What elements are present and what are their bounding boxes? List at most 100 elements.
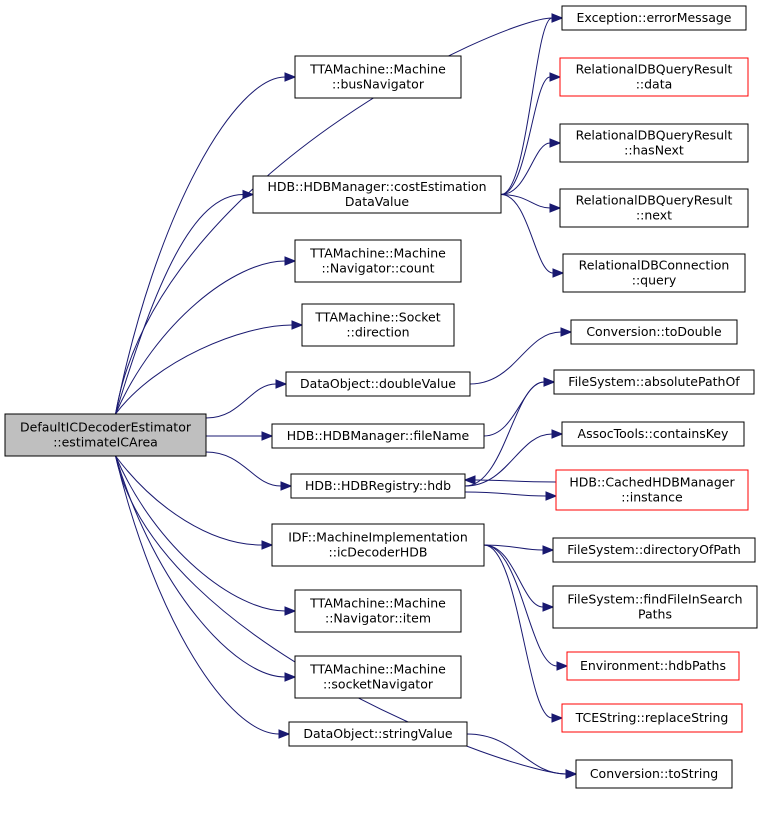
- edge-hdb-to-abspath: [464, 377, 556, 487]
- edge-line: [115, 455, 286, 612]
- node-box: [271, 523, 485, 567]
- edge-line: [115, 324, 293, 415]
- edge-icdec-to-findfile: [483, 544, 555, 612]
- node-label: DataObject::stringValue: [303, 726, 452, 741]
- edge-arrowhead: [261, 431, 274, 441]
- node-label: TTAMachine::Machine: [309, 662, 446, 677]
- edge-hdb-to-containskey: [464, 429, 564, 487]
- node-root[interactable]: DefaultICDecoderEstimator::estimateICAre…: [4, 413, 207, 457]
- node-box: [561, 421, 745, 447]
- node-label: ::query: [632, 273, 677, 288]
- node-hdbpaths[interactable]: Environment::hdbPaths: [566, 651, 740, 681]
- node-doublevalue[interactable]: DataObject::doubleValue: [285, 371, 471, 397]
- edge-line: [500, 142, 551, 195]
- edge-root-to-navitem: [115, 455, 297, 616]
- node-label: ::direction: [346, 325, 409, 340]
- node-box: [294, 55, 462, 99]
- node-rdata[interactable]: RelationalDBQueryResult::data: [559, 57, 749, 97]
- edge-arrowhead: [278, 729, 291, 739]
- node-hdb[interactable]: HDB::HDBRegistry::hdb: [290, 473, 466, 499]
- node-busnav[interactable]: TTAMachine::Machine::busNavigator: [294, 55, 462, 99]
- node-box: [562, 253, 746, 293]
- edge-root-to-stringvalue: [115, 455, 291, 739]
- node-cached[interactable]: HDB::CachedHDBManager::instance: [555, 469, 749, 511]
- node-containskey[interactable]: AssocTools::containsKey: [561, 421, 745, 447]
- edge-arrowhead: [556, 661, 569, 671]
- node-label: DataValue: [345, 194, 409, 209]
- edge-line: [464, 433, 553, 487]
- node-filename[interactable]: HDB::HDBManager::fileName: [271, 423, 485, 449]
- edge-root-to-filename: [206, 431, 274, 441]
- edge-arrowhead: [549, 138, 562, 148]
- edge-line: [115, 194, 244, 415]
- edge-arrowhead: [549, 72, 562, 82]
- node-label: ::Navigator::count: [321, 261, 434, 276]
- node-box: [559, 123, 749, 163]
- edge-line: [115, 76, 286, 415]
- edge-line: [483, 544, 544, 551]
- node-box: [290, 473, 466, 499]
- edge-line: [464, 491, 547, 497]
- node-label: ::next: [636, 208, 672, 223]
- node-direction[interactable]: TTAMachine::Socket::direction: [301, 303, 455, 347]
- node-label: HDB::CachedHDBManager: [569, 475, 735, 490]
- edge-arrowhead: [542, 545, 555, 555]
- node-abspath[interactable]: FileSystem::absolutePathOf: [553, 369, 755, 395]
- node-navitem[interactable]: TTAMachine::Machine::Navigator::item: [294, 589, 462, 633]
- node-label: Paths: [638, 607, 672, 622]
- node-label: RelationalDBQueryResult: [576, 128, 733, 143]
- node-label: ::Navigator::item: [325, 611, 431, 626]
- node-label: TCEString::replaceString: [575, 710, 729, 725]
- node-box: [285, 371, 471, 397]
- edge-root-to-icdec: [115, 455, 274, 550]
- node-label: ::instance: [621, 490, 683, 505]
- node-tostring[interactable]: Conversion::toString: [575, 759, 733, 789]
- node-label: ::estimateICArea: [53, 435, 158, 450]
- node-box: [570, 319, 738, 345]
- edge-icdec-to-replacestr: [483, 544, 564, 723]
- node-box: [252, 175, 502, 214]
- node-label: HDB::HDBManager::costEstimation: [267, 179, 486, 194]
- edge-arrowhead: [551, 13, 564, 23]
- edge-arrowhead: [552, 268, 565, 278]
- edge-arrowhead: [284, 256, 297, 266]
- node-todouble[interactable]: Conversion::toDouble: [570, 319, 738, 345]
- node-dirofpath[interactable]: FileSystem::directoryOfPath: [552, 537, 756, 563]
- node-box: [575, 759, 733, 789]
- node-label: Conversion::toString: [590, 766, 718, 781]
- edge-line: [500, 76, 551, 195]
- node-socknav[interactable]: TTAMachine::Machine::socketNavigator: [294, 655, 462, 699]
- edge-arrowhead: [261, 540, 274, 550]
- node-label: RelationalDBQueryResult: [576, 62, 733, 77]
- node-label: IDF::MachineImplementation: [288, 530, 468, 545]
- edge-arrowhead: [280, 481, 293, 491]
- node-box: [4, 413, 207, 457]
- node-label: ::icDecoderHDB: [329, 545, 428, 560]
- node-navcount[interactable]: TTAMachine::Machine::Navigator::count: [294, 239, 462, 283]
- edge-arrowhead: [242, 189, 255, 200]
- node-rnext[interactable]: RelationalDBQueryResult::next: [559, 188, 749, 228]
- node-box: [561, 703, 743, 733]
- node-errmsg[interactable]: Exception::errorMessage: [561, 5, 747, 31]
- node-label: AssocTools::containsKey: [578, 426, 729, 441]
- edge-arrowhead: [291, 320, 304, 330]
- node-rhasnext[interactable]: RelationalDBQueryResult::hasNext: [559, 123, 749, 163]
- node-replacestr[interactable]: TCEString::replaceString: [561, 703, 743, 733]
- edge-arrowhead: [560, 327, 573, 337]
- edge-doublevalue-to-todouble: [469, 327, 573, 385]
- edge-line: [483, 381, 545, 437]
- node-rquery[interactable]: RelationalDBConnection::query: [562, 253, 746, 293]
- edge-root-to-busnav: [115, 72, 297, 415]
- nodes-layer: DefaultICDecoderEstimator::estimateICAre…: [4, 5, 758, 789]
- node-label: FileSystem::findFileInSearch: [567, 592, 742, 607]
- edge-costest-to-rhasnext: [500, 138, 562, 195]
- node-label: ::socketNavigator: [323, 677, 434, 692]
- node-box: [301, 303, 455, 347]
- node-box: [294, 589, 462, 633]
- node-icdec[interactable]: IDF::MachineImplementation::icDecoderHDB: [271, 523, 485, 567]
- node-stringvalue[interactable]: DataObject::stringValue: [288, 721, 468, 747]
- edge-arrowhead: [543, 377, 556, 387]
